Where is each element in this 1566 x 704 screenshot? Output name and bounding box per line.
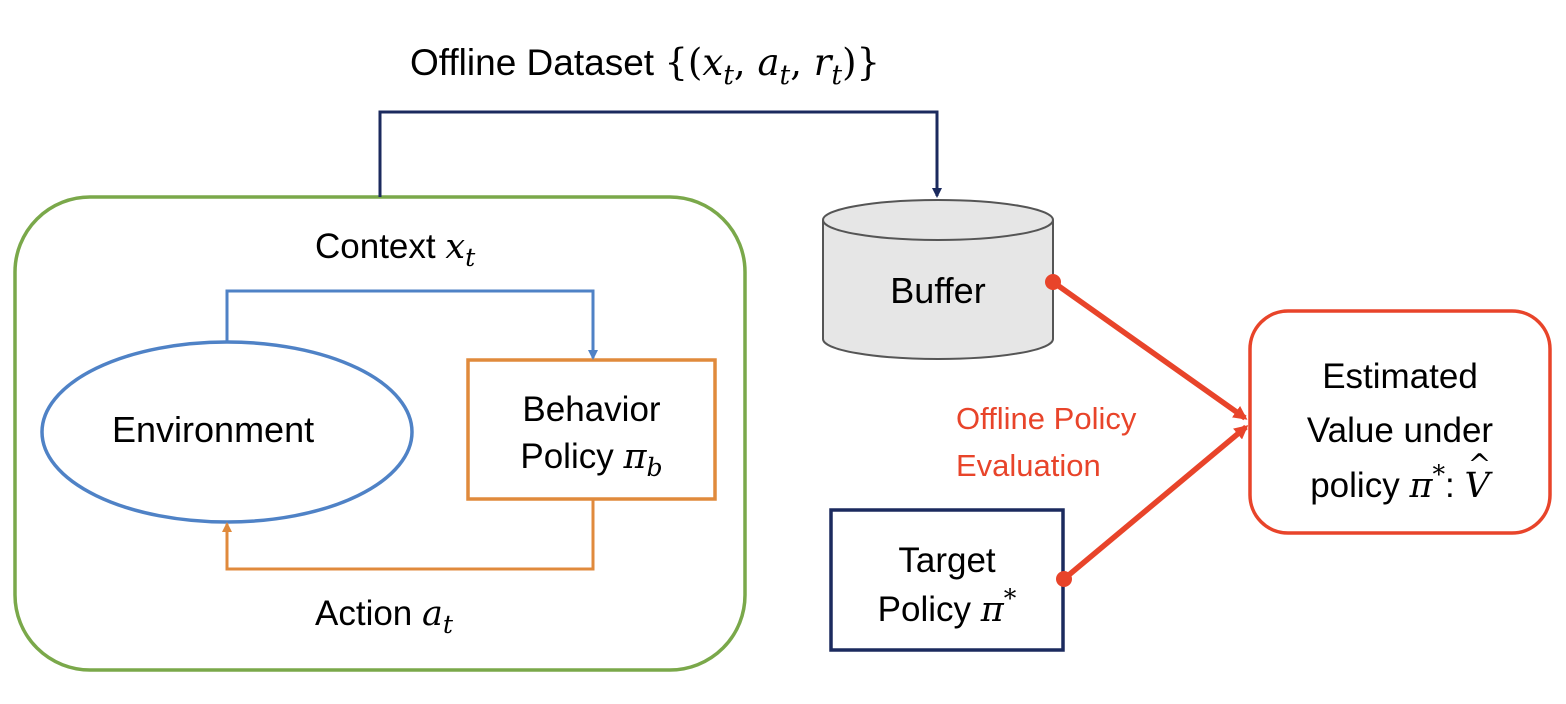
dataset-arrow xyxy=(378,110,942,198)
environment-label: Environment xyxy=(112,409,315,450)
offline-dataset-label: Offline Dataset {(xt, at, rt)} xyxy=(410,41,881,91)
buffer-node xyxy=(822,199,1054,360)
context-arrow xyxy=(225,289,598,360)
ope-label: Offline Policy Evaluation xyxy=(956,401,1137,483)
context-label: Context xt xyxy=(315,227,476,273)
estimated-value-label: Estimated Value under policy π*: V xyxy=(1250,350,1550,513)
target-policy-label: Target Policy π* xyxy=(877,541,1017,630)
action-label: Action at xyxy=(315,594,453,640)
estimated-value-node xyxy=(1248,309,1552,535)
behavior-policy-label: Behavior Policy πb xyxy=(520,390,663,483)
buffer-label: Buffer xyxy=(890,270,986,311)
ope-arrow-from-target xyxy=(1062,424,1249,582)
action-arrow xyxy=(222,499,595,571)
ope-arrow-from-buffer xyxy=(1051,279,1248,421)
ope-arrow-buffer-dot xyxy=(1045,274,1061,290)
ope-arrow-target-dot xyxy=(1056,571,1072,587)
